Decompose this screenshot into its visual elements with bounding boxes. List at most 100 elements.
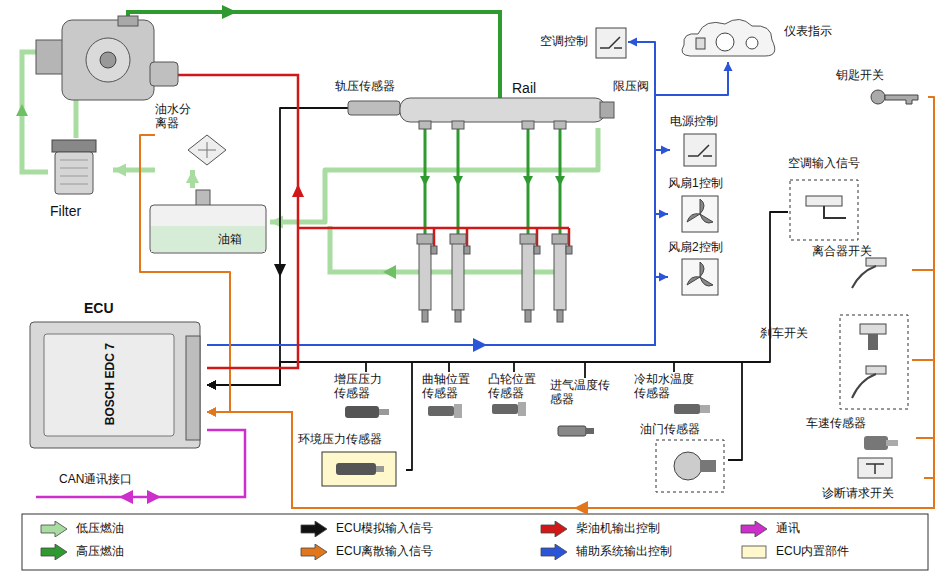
injector	[522, 240, 534, 310]
connector-arrowhead	[207, 381, 216, 390]
legend-text: 柴油机输出控制	[576, 521, 660, 537]
key-icon	[885, 95, 918, 104]
dashed-frame	[840, 315, 908, 409]
legend-text: ECU离散输入信号	[336, 544, 433, 560]
injector	[455, 310, 461, 322]
sensor-icon	[492, 404, 518, 414]
switch-icon	[688, 145, 712, 156]
node-label: 诊断请求开关	[822, 486, 902, 500]
connector	[270, 128, 598, 229]
pressure-limit-valve	[600, 102, 614, 118]
connector-arrowhead	[113, 164, 126, 177]
node-label: 凸轮位置传感器	[488, 372, 540, 401]
flow-arrow	[383, 265, 396, 279]
node-label: 离合器开关	[812, 244, 878, 258]
flow-arrow	[292, 184, 304, 197]
pump-valve	[150, 62, 178, 86]
sensor-icon	[345, 406, 379, 418]
connector-arrowhead	[207, 381, 216, 390]
node-label: 油箱	[218, 232, 258, 246]
high-pressure-line	[128, 12, 500, 98]
connector-arrowhead	[207, 408, 216, 417]
legend-swatch-shape	[541, 544, 567, 560]
separator-symbol	[188, 135, 226, 165]
legend-swatch-shape	[41, 521, 67, 537]
sensor-icon	[376, 466, 384, 472]
connector-line	[207, 412, 934, 508]
injector	[431, 246, 437, 254]
rail-fitting	[554, 121, 566, 129]
injectors	[417, 234, 572, 322]
node-label: 增压压力传感器	[334, 372, 386, 401]
connector-line	[207, 360, 934, 508]
switch-icon	[824, 206, 846, 218]
legend-swatch-shape	[301, 521, 327, 537]
switch-icon	[860, 324, 886, 334]
connector-line	[207, 150, 670, 345]
connector-arrowhead	[207, 408, 216, 417]
filter-cap	[52, 140, 96, 152]
high-pressure-pipe	[425, 128, 560, 236]
dashboard-icon	[746, 37, 758, 49]
part-label: CAN通讯接口	[58, 472, 133, 486]
fan-icon	[687, 199, 713, 223]
injector	[557, 310, 563, 322]
sensor-icon	[674, 404, 700, 414]
connector-arrowhead	[207, 381, 216, 390]
low-pressure-line	[330, 226, 566, 272]
fan-icon	[682, 259, 718, 295]
separator-symbol	[198, 142, 216, 158]
injector	[419, 240, 431, 310]
component-box: 冷却水温度传感器	[634, 372, 714, 416]
legend-text: ECU模拟输入信号	[336, 521, 433, 537]
component-box: 风扇2控制	[668, 240, 738, 298]
injector	[554, 240, 566, 310]
connector-line	[207, 42, 655, 345]
dashboard-icon	[682, 19, 775, 56]
injector	[422, 310, 428, 322]
switch-icon	[858, 458, 892, 478]
connector	[186, 170, 199, 188]
pump-part	[100, 52, 116, 68]
connector-arrowhead	[207, 408, 216, 417]
connector-line	[140, 135, 230, 412]
switch-icon	[868, 334, 878, 350]
connector-line	[207, 412, 934, 508]
low-pressure-line	[74, 100, 79, 138]
injector	[520, 234, 536, 244]
connector	[207, 97, 934, 508]
component-box: 仪表指示	[680, 14, 840, 62]
filter-body	[55, 152, 93, 194]
injector	[452, 240, 464, 310]
node-label: 油门传感器	[640, 422, 706, 436]
control-wire	[298, 228, 569, 250]
internal-part-box	[322, 452, 396, 486]
legend-swatch	[540, 544, 568, 560]
connector-arrowhead	[207, 381, 216, 390]
node-label: Rail	[512, 80, 552, 97]
connector-arrowhead	[207, 381, 216, 390]
sensor-icon	[558, 426, 586, 436]
connector-arrowhead	[207, 381, 216, 390]
legend-swatch	[40, 544, 68, 560]
ecu-housing	[30, 322, 200, 448]
rail-fitting	[522, 121, 534, 129]
component-box: 车速传感器	[806, 416, 916, 458]
pedal-icon	[866, 366, 886, 374]
connector-arrowhead	[661, 146, 670, 155]
part-label: 限压阀	[612, 79, 650, 93]
legend-text: ECU内置部件	[776, 544, 849, 560]
legend-text: 高压燃油	[76, 544, 124, 560]
sensor-icon	[336, 463, 376, 475]
pump-part	[36, 40, 66, 74]
sensor-icon	[428, 406, 454, 416]
ecu-connector	[186, 336, 200, 440]
pump-part	[86, 38, 130, 82]
node-label: 仪表指示	[784, 24, 838, 38]
node-label: 进气温度传感器	[550, 378, 614, 407]
connector	[140, 135, 230, 417]
legend-swatch-shape	[741, 521, 767, 537]
filter-ribs	[60, 160, 88, 184]
node-label: 曲轴位置传感器	[422, 372, 474, 401]
